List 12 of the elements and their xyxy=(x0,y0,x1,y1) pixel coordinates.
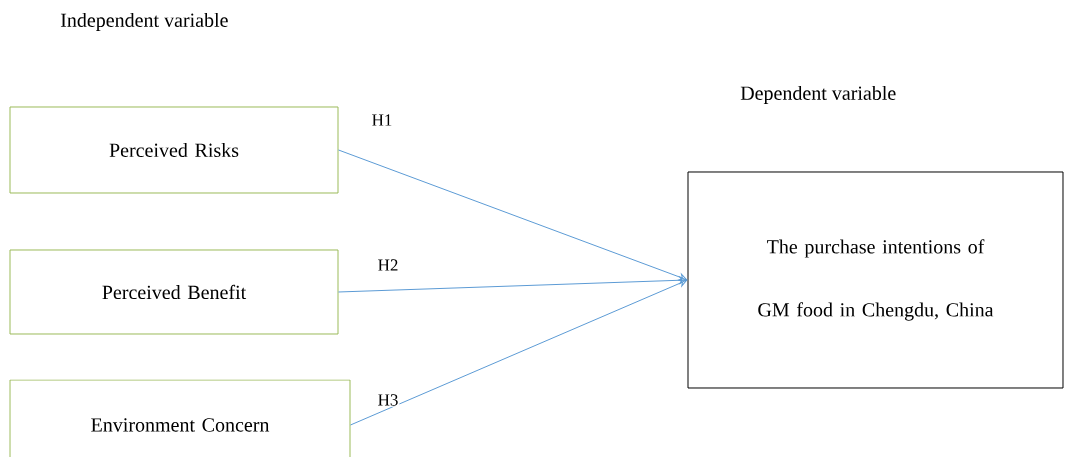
edge-label: H3 xyxy=(376,393,400,407)
variable-box: Perceived Benefit xyxy=(9,249,339,335)
variable-box: Perceived Risks xyxy=(9,106,339,194)
variable-box: Environment Concern xyxy=(9,379,351,457)
arrow xyxy=(338,149,687,281)
outcome-box: The purchase intentions of GM food in Chengdu, China xyxy=(687,171,1064,389)
arrow xyxy=(338,276,687,293)
heading: Independent variable xyxy=(60,12,228,32)
edge-label: H2 xyxy=(376,258,400,272)
heading: Dependent variable xyxy=(740,85,896,105)
arrow xyxy=(350,279,687,426)
edge-label: H1 xyxy=(370,113,394,127)
